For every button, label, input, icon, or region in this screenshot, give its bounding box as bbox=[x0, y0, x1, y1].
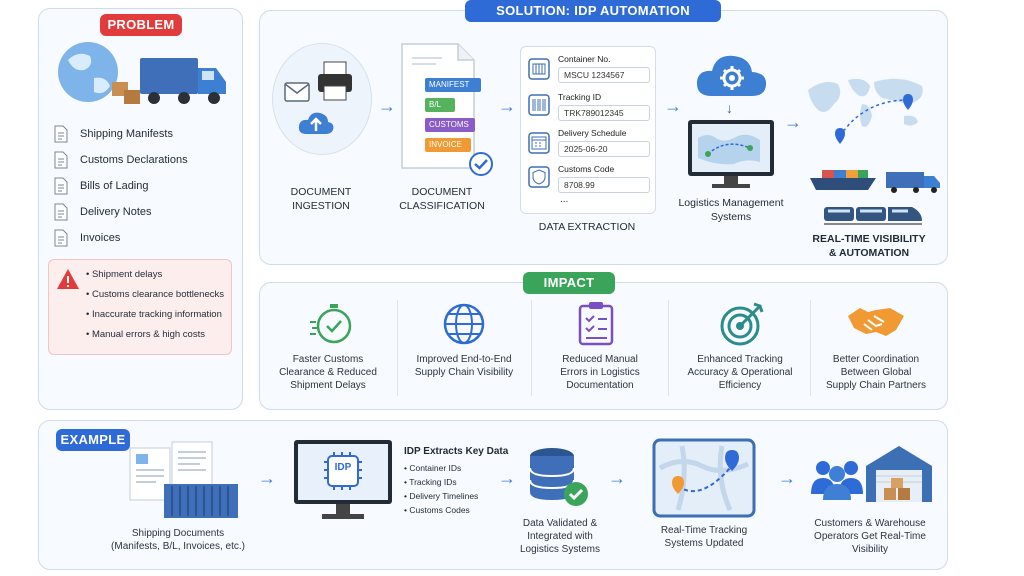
document-icon bbox=[54, 203, 68, 221]
doc-item-delivery-notes: Delivery Notes bbox=[54, 202, 152, 222]
field-container: Container No. MSCU 1234567 bbox=[558, 54, 650, 83]
field-delivery: Delivery Schedule 2025-06-20 bbox=[558, 128, 650, 157]
visibility-label: REAL-TIME VISIBILITY& AUTOMATION bbox=[812, 233, 926, 259]
arrow-right-icon: → bbox=[784, 112, 802, 132]
target-icon bbox=[720, 302, 764, 346]
idp-chip-label: IDP bbox=[334, 462, 352, 473]
arrow-right-icon: → bbox=[778, 468, 796, 488]
idp-point: • Tracking IDs bbox=[404, 477, 457, 487]
email-icon bbox=[284, 82, 310, 102]
globe-truck-icon bbox=[58, 42, 226, 104]
divider bbox=[397, 300, 398, 396]
arrow-down-icon: ↓ bbox=[726, 100, 733, 116]
arrow-right-icon: → bbox=[498, 468, 516, 488]
arrow-right-icon: → bbox=[498, 96, 516, 116]
issues-box bbox=[48, 259, 232, 355]
issue-item: • Shipment delays bbox=[86, 269, 163, 280]
printer-icon bbox=[318, 61, 352, 101]
shipping-documents-icon bbox=[129, 441, 238, 518]
example-tag: EXAMPLE bbox=[56, 429, 130, 451]
stopwatch-icon bbox=[310, 304, 352, 344]
idp-point: • Customs Codes bbox=[404, 505, 470, 515]
chip-bl: B/L bbox=[425, 98, 455, 112]
doc-item-invoices: Invoices bbox=[54, 228, 120, 248]
truck-icon bbox=[886, 172, 940, 193]
handshake-icon bbox=[848, 308, 904, 336]
barcode-icon bbox=[528, 94, 550, 116]
solution-tag: SOLUTION: IDP AUTOMATION bbox=[465, 0, 721, 22]
field-label: Delivery Schedule bbox=[558, 128, 627, 138]
warehouse-icon bbox=[866, 446, 932, 502]
arrow-right-icon: → bbox=[378, 96, 396, 116]
field-label: Customs Code bbox=[558, 164, 615, 174]
extraction-label: DATA EXTRACTION bbox=[538, 221, 636, 233]
field-label: Container No. bbox=[558, 54, 611, 64]
calendar-icon bbox=[528, 132, 550, 154]
container-icon bbox=[528, 58, 550, 80]
idp-monitor-icon bbox=[294, 440, 392, 519]
arrow-right-icon: → bbox=[608, 468, 626, 488]
arrow-right-icon: → bbox=[664, 96, 682, 116]
shipping-documents-label: Shipping Documents(Manifests, B/L, Invoi… bbox=[111, 528, 245, 552]
field-value: MSCU 1234567 bbox=[558, 67, 650, 83]
chip-invoice: INVOICE bbox=[425, 138, 471, 152]
idp-point: • Delivery Timelines bbox=[404, 491, 479, 501]
arrow-right-icon: → bbox=[258, 468, 276, 488]
clipboard-icon bbox=[578, 302, 614, 346]
ellipsis: ... bbox=[560, 194, 569, 205]
world-map-icon bbox=[808, 78, 923, 144]
shield-icon bbox=[528, 166, 550, 188]
field-value: 8708.99 bbox=[558, 177, 650, 193]
field-value: TRK789012345 bbox=[558, 105, 650, 121]
impact-tag: IMPACT bbox=[523, 272, 615, 294]
cloud-gear-icon bbox=[696, 55, 767, 96]
chip-manifest: MANIFEST bbox=[425, 78, 481, 92]
chip-customs: CUSTOMS bbox=[425, 118, 475, 132]
idp-extracts-title: IDP Extracts Key Data bbox=[404, 446, 509, 457]
document-icon bbox=[54, 229, 68, 247]
ship-icon bbox=[810, 170, 876, 190]
doc-item-shipping-manifests: Shipping Manifests bbox=[54, 124, 173, 144]
impact-panel bbox=[259, 282, 948, 410]
field-label: Tracking ID bbox=[558, 92, 602, 102]
train-icon bbox=[824, 207, 922, 225]
people-icon bbox=[811, 461, 863, 500]
check-badge-icon bbox=[469, 152, 493, 176]
database-check-icon bbox=[529, 448, 588, 506]
field-tracking: Tracking ID TRK789012345 bbox=[558, 92, 650, 121]
monitor-map-icon bbox=[688, 120, 774, 188]
problem-tag: PROBLEM bbox=[100, 14, 182, 36]
divider bbox=[668, 300, 669, 396]
warning-icon bbox=[57, 269, 79, 289]
document-icon bbox=[54, 177, 68, 195]
issue-item: • Customs clearance bottlenecks bbox=[86, 289, 224, 300]
divider bbox=[531, 300, 532, 396]
cloud-upload-icon bbox=[298, 112, 334, 134]
doc-item-bills-of-lading: Bills of Lading bbox=[54, 176, 149, 196]
tracking-map-icon bbox=[652, 438, 756, 518]
field-value: 2025-06-20 bbox=[558, 141, 650, 157]
document-icon bbox=[54, 151, 68, 169]
globe-icon bbox=[443, 303, 485, 345]
idp-point: • Container IDs bbox=[404, 463, 462, 473]
divider bbox=[810, 300, 811, 396]
issue-item: • Inaccurate tracking information bbox=[86, 309, 222, 320]
issue-item: • Manual errors & high costs bbox=[86, 329, 205, 340]
document-icon bbox=[54, 125, 68, 143]
field-customs: Customs Code 8708.99 bbox=[558, 164, 650, 193]
doc-item-customs-declarations: Customs Declarations bbox=[54, 150, 188, 170]
